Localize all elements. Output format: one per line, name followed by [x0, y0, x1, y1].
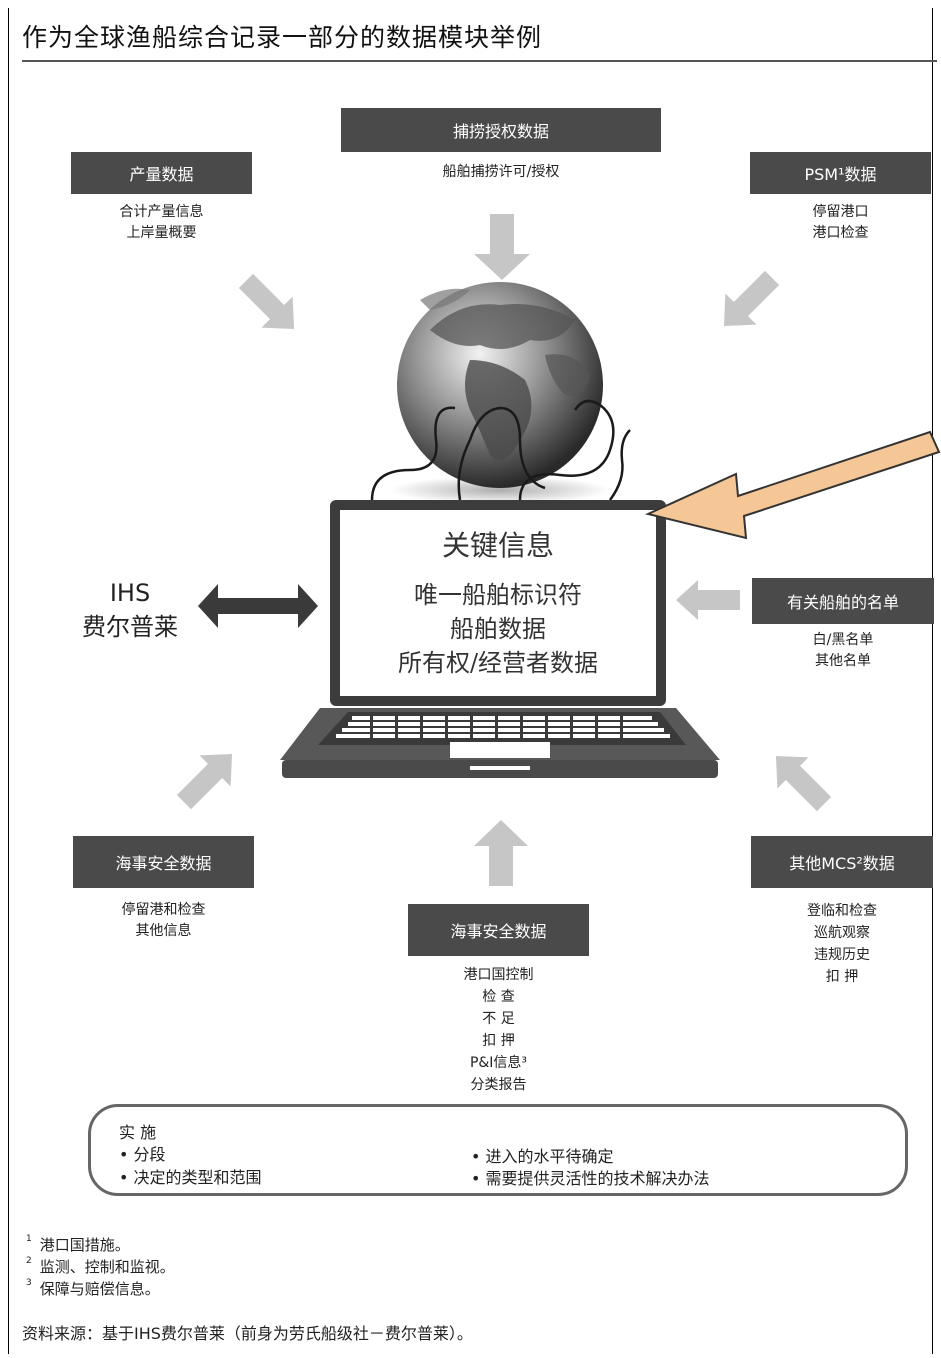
vessel-lists-details: 白/黑名单 其他名单 — [812, 632, 874, 669]
laptop-icon — [280, 500, 720, 778]
maritime-safety-center-header: 海事安全数据 — [408, 904, 589, 956]
other-mcs-data-header: 其他MCS²数据 — [751, 836, 933, 888]
catch-data-details: 合计产量信息 上岸量概要 — [119, 204, 204, 241]
ihs-fairplay-label: IHS 费尔普莱 — [82, 579, 178, 641]
globe-icon — [397, 282, 603, 488]
implementation-left-item: • 决定的类型和范围 — [119, 1168, 262, 1187]
fishing-authorization-details: 船舶捕捞许可/授权 — [442, 164, 560, 180]
pointer-arrow-icon — [644, 430, 941, 540]
arrow-up-icon — [474, 820, 528, 886]
implementation-right-item: • 进入的水平待确定 — [471, 1147, 614, 1166]
maritime-safety-left-header: 海事安全数据 — [73, 836, 254, 888]
maritime-safety-left-details: 停留港和检查 其他信息 — [121, 902, 206, 939]
implementation-box: 实 施 • 分段 • 决定的类型和范围 • 进入的水平待确定 • 需要提供灵活性… — [88, 1104, 908, 1196]
page-frame — [8, 8, 933, 1354]
maritime-safety-center-details: 港口国控制 检 查 不 足 扣 押 P&I信息³ 分类报告 — [463, 967, 534, 1093]
arrow-diagonal-up-left-icon — [775, 755, 832, 812]
cable-icon — [370, 399, 631, 501]
implementation-heading: 实 施 — [119, 1123, 157, 1142]
catch-data-header: 产量数据 — [71, 152, 252, 194]
psm-data-header: PSM¹数据 — [750, 152, 931, 194]
key-info-details: 唯一船舶标识符 船舶数据 所有权/经营者数据 — [397, 581, 599, 677]
implementation-right-item: • 需要提供灵活性的技术解决办法 — [471, 1169, 710, 1188]
arrow-diagonal-down-left-icon — [723, 270, 780, 327]
page-title: 作为全球渔船综合记录一部分的数据模块举例 — [22, 23, 543, 52]
other-mcs-data-details: 登临和检查 巡航观察 违规历史 扣 押 — [807, 903, 877, 985]
arrow-diagonal-up-right-icon — [176, 753, 233, 810]
fishing-authorization-header: 捕捞授权数据 — [341, 108, 661, 152]
source-note: 资料来源：基于IHS费尔普莱（前身为劳氏船级社－费尔普莱）。 — [22, 1324, 473, 1343]
implementation-left-item: • 分段 — [119, 1145, 166, 1164]
title-rule — [22, 60, 937, 62]
arrow-diagonal-down-right-icon — [238, 273, 295, 330]
vessel-lists-header: 有关船舶的名单 — [752, 578, 934, 624]
arrow-down-icon — [474, 214, 530, 280]
double-arrow-icon — [198, 584, 318, 628]
key-info-heading: 关键信息 — [441, 529, 554, 562]
arrow-left-icon — [676, 580, 740, 620]
psm-data-details: 停留港口 港口检查 — [812, 204, 869, 241]
